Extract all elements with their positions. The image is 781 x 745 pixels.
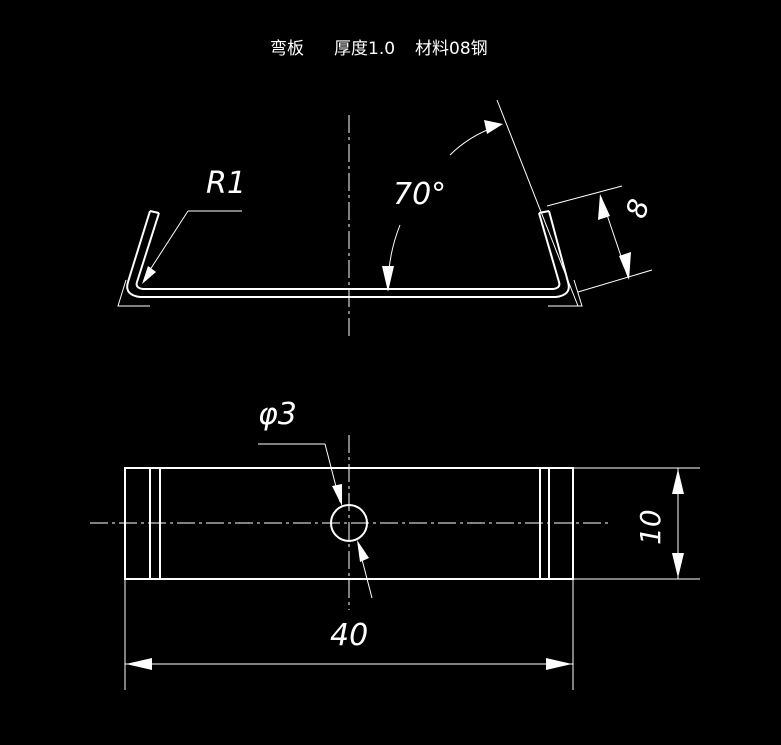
flange-arrow-bottom xyxy=(619,252,631,280)
bent-profile-outer xyxy=(126,210,570,298)
hole-arrow-lower xyxy=(357,540,369,562)
thickness-text: 厚度1.0 xyxy=(334,39,395,59)
material-text: 材料08钢 xyxy=(415,39,488,59)
right-virtual-corner xyxy=(548,279,583,307)
width-arrow-top xyxy=(672,469,684,494)
radius-label: R1 xyxy=(206,166,246,201)
angle-label: 70° xyxy=(393,177,446,212)
r1-leader-line xyxy=(145,210,189,277)
bent-profile-inner xyxy=(135,212,561,290)
angle-extension-line xyxy=(496,99,579,307)
hole-circle xyxy=(330,504,368,542)
title-row: 弯板 厚度1.0 材料08钢 xyxy=(270,39,488,59)
plate-outline xyxy=(124,467,574,580)
flange-height-label: 8 xyxy=(619,195,656,222)
length-arrow-left xyxy=(126,658,152,670)
front-view: R1 70° 8 xyxy=(117,99,656,340)
left-virtual-corner xyxy=(117,279,150,307)
left-flange-tip xyxy=(149,210,160,214)
length-label: 40 xyxy=(330,618,368,653)
flange-arrow-top xyxy=(598,194,610,220)
flange-ext-line-top xyxy=(546,185,623,207)
right-flange-tip xyxy=(538,210,550,214)
length-arrow-right xyxy=(546,658,572,670)
part-name-text: 弯板 xyxy=(270,39,304,59)
angle-arrow-lower xyxy=(382,266,394,292)
width-arrow-bottom xyxy=(672,553,684,578)
hole-arrow-upper xyxy=(332,484,342,506)
hole-label: φ3 xyxy=(258,397,297,432)
top-view: φ3 10 40 xyxy=(90,397,700,690)
angle-arrow-upper xyxy=(484,120,503,134)
width-label: 10 xyxy=(634,509,667,545)
r1-arrowhead xyxy=(142,266,156,284)
flange-ext-line-bottom xyxy=(577,269,653,293)
